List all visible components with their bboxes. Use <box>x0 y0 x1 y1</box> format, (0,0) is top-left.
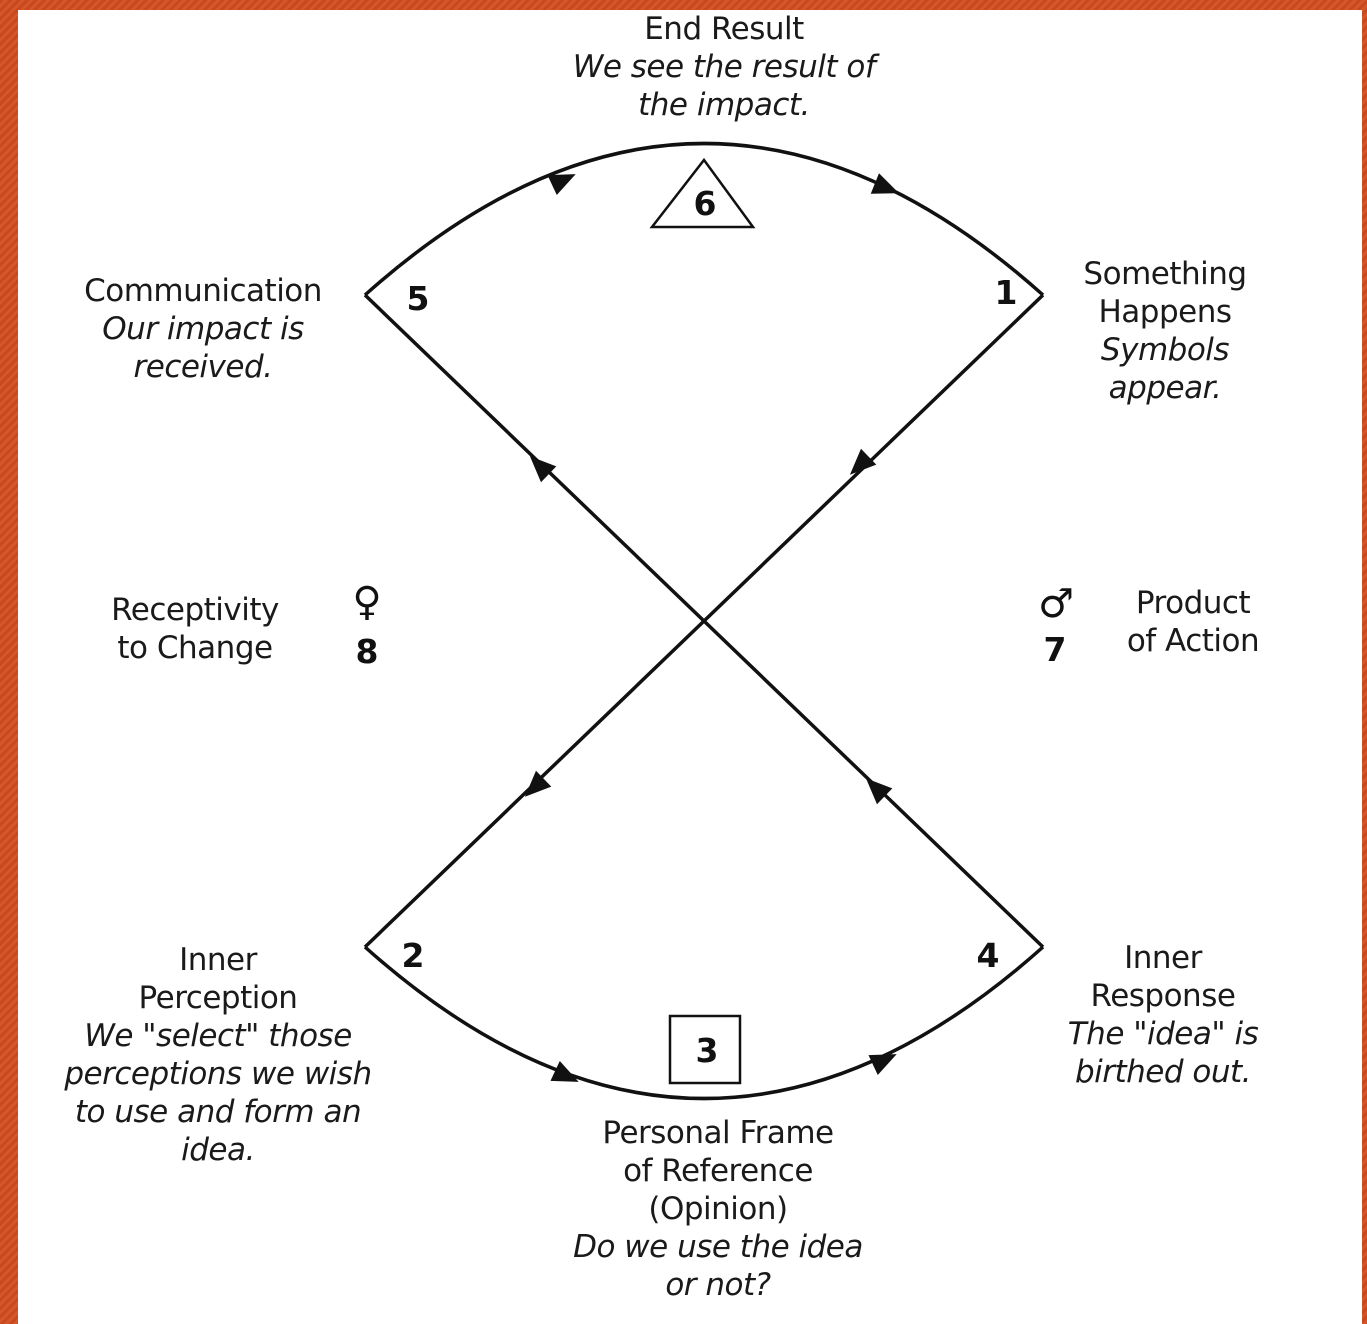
node-3-title-line: of Reference <box>623 1153 813 1189</box>
node-7-title-line: of Action <box>1126 623 1260 659</box>
bottom-arc <box>363 945 1045 1101</box>
arrow-bottom-right <box>868 1054 897 1076</box>
arrow-left-lower <box>524 770 552 797</box>
node-2-title-line: Inner <box>179 942 257 978</box>
node-5-subtitle-line: received. <box>133 349 274 385</box>
top-arc <box>363 141 1045 297</box>
node-2-subtitle-line: We "select" those <box>84 1018 352 1054</box>
node-6-number: 6 <box>693 184 717 223</box>
node-3-subtitle-line: Do we use the idea <box>573 1229 863 1265</box>
node-8-title-line: to Change <box>117 630 273 666</box>
figure-eight-flow-diagram <box>363 141 1045 1101</box>
node-6-label: End Result We see the result of the impa… <box>518 10 930 124</box>
node-4-title-line: Response <box>1090 978 1236 1014</box>
node-3-title-line: Personal Frame <box>602 1115 834 1151</box>
node-1-title-line: Happens <box>1098 294 1232 330</box>
male-symbol-icon: ♂ <box>1038 581 1074 627</box>
arrow-right-lower <box>865 778 893 805</box>
node-6-title: End Result <box>644 11 804 47</box>
node-7-title-line: Product <box>1135 585 1251 621</box>
node-3-square <box>668 1014 742 1085</box>
node-5-title: Communication <box>84 273 322 309</box>
node-1-number: 1 <box>994 273 1018 312</box>
node-2-subtitle-line: perceptions we wish <box>64 1056 372 1092</box>
node-2-number: 2 <box>401 936 425 975</box>
arrow-left-upper <box>529 456 557 483</box>
node-6-subtitle-line: the impact. <box>638 87 810 123</box>
node-8-number: 8 <box>355 632 379 671</box>
arrow-top-right <box>870 173 899 194</box>
node-5-label: Communication Our impact is received. <box>58 272 348 386</box>
node-4-label: Inner Response The "idea" is birthed out… <box>1058 939 1268 1091</box>
node-7-label: Product of Action <box>1108 584 1278 660</box>
node-3-number: 3 <box>695 1031 719 1070</box>
node-7-number: 7 <box>1043 630 1067 669</box>
diagram-canvas: 6 1 5 2 4 3 8 7 ♀ ♂ End Result We see th… <box>18 10 1362 1324</box>
arrow-right-upper <box>849 448 877 475</box>
node-3-subtitle-line: or not? <box>665 1267 771 1303</box>
node-5-subtitle-line: Our impact is <box>102 311 304 347</box>
node-4-subtitle-line: birthed out. <box>1074 1054 1252 1090</box>
node-6-subtitle-line: We see the result of <box>572 49 876 85</box>
node-8-title-line: Receptivity <box>111 592 279 628</box>
node-2-title-line: Perception <box>138 980 298 1016</box>
node-2-subtitle-line: to use and form an <box>74 1094 362 1130</box>
diagonal-4-to-5 <box>363 293 1045 949</box>
node-2-subtitle-line: idea. <box>181 1132 255 1168</box>
node-3-title-line: (Opinion) <box>648 1191 788 1227</box>
node-4-title-line: Inner <box>1124 940 1202 976</box>
node-1-subtitle-line: appear. <box>1108 370 1222 406</box>
node-3-label: Personal Frame of Reference (Opinion) Do… <box>558 1114 878 1304</box>
node-4-number: 4 <box>976 936 1000 975</box>
female-symbol-icon: ♀ <box>352 579 382 625</box>
node-4-subtitle-line: The "idea" is <box>1067 1016 1259 1052</box>
node-6-triangle <box>649 157 756 229</box>
node-1-subtitle-line: Symbols <box>1100 332 1230 368</box>
node-1-title-line: Something <box>1083 256 1247 292</box>
node-5-number: 5 <box>406 279 430 318</box>
node-2-label: Inner Perception We "select" those perce… <box>48 941 388 1169</box>
node-1-label: Something Happens Symbols appear. <box>1058 255 1272 407</box>
node-8-label: Receptivity to Change <box>88 591 302 667</box>
arrow-bottom-left <box>550 1060 579 1082</box>
arrow-top-left <box>547 174 576 196</box>
